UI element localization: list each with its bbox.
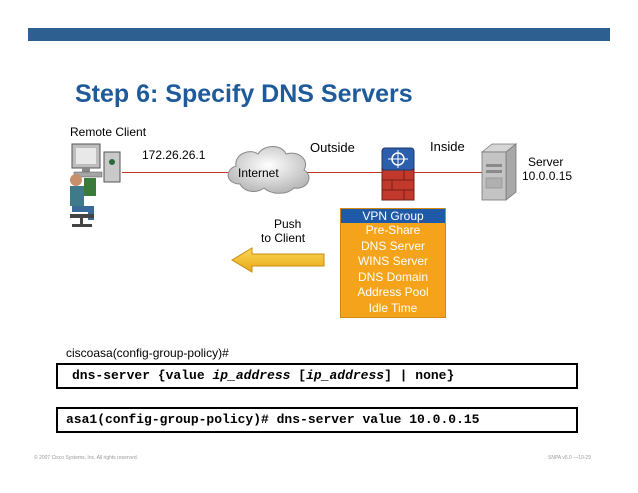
outside-label: Outside [310, 140, 355, 155]
syntax-arg1: ip_address [212, 368, 291, 383]
inside-label: Inside [430, 139, 465, 154]
vpn-item-address-pool: Address Pool [357, 285, 429, 300]
client-ip-label: 172.26.26.1 [142, 148, 206, 162]
server-ip-label: 10.0.0.15 [522, 169, 573, 183]
command-example: asa1(config-group-policy)# dns-server va… [66, 412, 480, 427]
slide-title: Step 6: Specify DNS Servers [75, 80, 413, 108]
inside-link-line [412, 172, 490, 173]
command-example-box: asa1(config-group-policy)# dns-server va… [56, 407, 578, 433]
vpn-item-wins-server: WINS Server [357, 254, 428, 269]
push-arrow-icon [231, 247, 325, 273]
footer-slide-number: SNPA v5.0 —10-29 [548, 455, 591, 461]
pc-user-icon [70, 143, 121, 227]
command-syntax-box: dns-server {value ip_address [ip_address… [56, 363, 578, 389]
syntax-prefix: dns-server {value [72, 368, 213, 383]
vpn-item-idle-time: Idle Time [368, 300, 418, 315]
client-link-line [122, 172, 240, 173]
server-icon [480, 143, 518, 201]
remote-client-label: Remote Client [70, 125, 147, 139]
config-mode-label: ciscoasa(config-group-policy)# [66, 346, 229, 360]
syntax-arg2: ip_address [306, 368, 385, 383]
outside-link-line [300, 172, 385, 173]
syntax-suffix: ] | none} [384, 368, 455, 383]
internet-label: Internet [238, 166, 279, 180]
internet-cloud-icon [227, 146, 310, 194]
server-label: Server [528, 155, 564, 169]
vpn-group-header: VPN Group [341, 209, 445, 223]
vpn-item-dns-server: DNS Server [360, 238, 425, 253]
syntax-mid: [ [290, 368, 307, 383]
push-label-line2: to Client [261, 231, 306, 245]
footer-copyright: © 2007 Cisco Systems, Inc. All rights re… [34, 455, 139, 461]
vpn-item-dns-domain: DNS Domain [357, 269, 429, 284]
vpn-item-pre-share: Pre-Share [365, 223, 421, 237]
firewall-icon [381, 147, 415, 201]
vpn-group-panel: VPN Group Pre-Share DNS Server WINS Serv… [340, 208, 446, 318]
top-banner-bar [28, 28, 610, 41]
push-label-line1: Push [274, 217, 302, 231]
